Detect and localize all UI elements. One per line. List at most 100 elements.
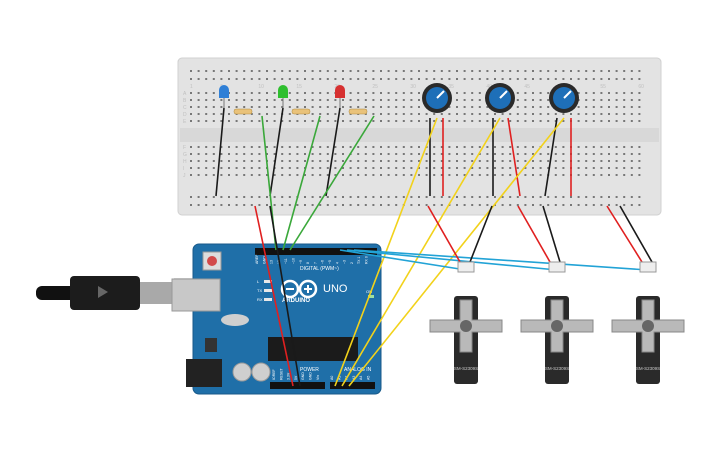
- bb-hole: [615, 113, 618, 115]
- bb-hole: [471, 153, 474, 155]
- wire-black[interactable]: [269, 205, 301, 387]
- wire-black[interactable]: [619, 205, 653, 263]
- bb-hole: [258, 92, 261, 94]
- bb-hole: [615, 196, 618, 198]
- bb-hole: [524, 92, 527, 94]
- bb-hole: [342, 113, 344, 115]
- wire-green[interactable]: [289, 115, 375, 251]
- bb-hole: [243, 146, 246, 148]
- potentiometer[interactable]: [422, 83, 452, 113]
- bb-hole: [486, 113, 489, 115]
- led-red[interactable]: [335, 85, 345, 108]
- potentiometer[interactable]: [485, 83, 515, 113]
- bb-hole: [357, 174, 360, 176]
- bb-hole: [220, 153, 223, 155]
- bb-hole: [562, 160, 565, 162]
- wire-cyan[interactable]: [339, 249, 467, 271]
- bb-hole: [478, 120, 481, 122]
- bb-hole: [372, 174, 375, 176]
- power-jack[interactable]: [186, 359, 222, 387]
- bb-hole: [577, 70, 580, 72]
- bb-hole: [212, 160, 215, 162]
- bb-hole: [577, 204, 580, 206]
- bb-hole: [197, 196, 200, 198]
- resistor[interactable]: [233, 108, 253, 115]
- wire-red[interactable]: [254, 205, 294, 387]
- bb-hole: [380, 70, 382, 72]
- wire-red[interactable]: [507, 117, 521, 197]
- bb-hole: [516, 70, 519, 72]
- potentiometer[interactable]: [549, 83, 579, 113]
- servo-1[interactable]: SM-S2309S: [429, 261, 503, 384]
- arduino-uno-board[interactable]: ARDUINO UNO DIGITAL (PWM~) POWER ANALOG …: [171, 243, 382, 395]
- wires[interactable]: [215, 107, 653, 387]
- bb-hole: [554, 70, 557, 72]
- bb-hole: [326, 92, 329, 94]
- bb-hole: [463, 174, 466, 176]
- bb-hole: [243, 160, 246, 162]
- wire-black[interactable]: [215, 107, 225, 197]
- bb-hole: [273, 99, 276, 101]
- wire-yellow[interactable]: [341, 117, 501, 387]
- bb-hole: [288, 99, 291, 101]
- bb-hole: [418, 106, 420, 108]
- bb-hole: [212, 204, 215, 206]
- bb-hole: [296, 174, 299, 176]
- bb-hole: [524, 167, 527, 169]
- bb-hole: [296, 204, 299, 206]
- bb-hole: [326, 120, 329, 122]
- wire-cyan[interactable]: [353, 249, 649, 271]
- bb-hole: [205, 174, 208, 176]
- bb-hole: [638, 204, 641, 206]
- wire-red[interactable]: [517, 205, 551, 263]
- breadboard[interactable]: 151015202530354045505560ABCDEFGHIJ: [177, 57, 662, 216]
- wire-red[interactable]: [606, 205, 643, 263]
- bb-hole: [228, 78, 230, 80]
- bb-hole: [615, 99, 618, 101]
- reset-button-cap[interactable]: [207, 256, 217, 266]
- led-blue[interactable]: [219, 85, 229, 108]
- bb-hole: [547, 196, 550, 198]
- bb-hole: [311, 92, 314, 94]
- bb-hole: [258, 196, 261, 198]
- bb-hole: [296, 92, 299, 94]
- bb-hole: [608, 160, 610, 162]
- bb-hole: [638, 174, 641, 176]
- bb-hole: [463, 196, 466, 198]
- analog-header[interactable]: [330, 382, 375, 389]
- resistor[interactable]: [291, 108, 311, 115]
- servo-2[interactable]: SM-S2309S: [520, 261, 594, 384]
- bb-hole: [638, 78, 641, 80]
- bb-hole: [334, 196, 337, 198]
- bb-column-label: 30: [410, 84, 416, 90]
- bb-hole: [501, 113, 504, 115]
- bb-hole: [448, 146, 451, 148]
- wire-black[interactable]: [269, 107, 284, 197]
- wire-black[interactable]: [544, 117, 558, 197]
- wire-black[interactable]: [469, 205, 493, 263]
- bb-hole: [608, 167, 610, 169]
- wire-green[interactable]: [282, 115, 321, 251]
- bb-hole: [600, 174, 603, 176]
- usb-cable[interactable]: [36, 276, 194, 310]
- bb-hole: [319, 204, 322, 206]
- wire-black[interactable]: [542, 205, 561, 263]
- bb-hole: [281, 153, 284, 155]
- bb-hole: [592, 196, 595, 198]
- power-header[interactable]: [270, 382, 325, 389]
- led-green[interactable]: [278, 85, 288, 108]
- wire-cyan[interactable]: [346, 249, 558, 271]
- bb-hole: [311, 174, 314, 176]
- digital-header[interactable]: [255, 248, 377, 255]
- usb-port[interactable]: [171, 278, 221, 312]
- wire-red[interactable]: [427, 205, 461, 263]
- bb-hole: [266, 92, 268, 94]
- wire-black[interactable]: [325, 107, 341, 197]
- bb-hole: [205, 196, 208, 198]
- bb-hole: [630, 70, 633, 72]
- resistor[interactable]: [348, 108, 368, 115]
- bb-column-label: 60: [638, 84, 644, 90]
- bb-hole: [235, 99, 238, 101]
- wire-yellow[interactable]: [348, 117, 565, 387]
- servo-3[interactable]: SM-S2309S: [611, 261, 685, 384]
